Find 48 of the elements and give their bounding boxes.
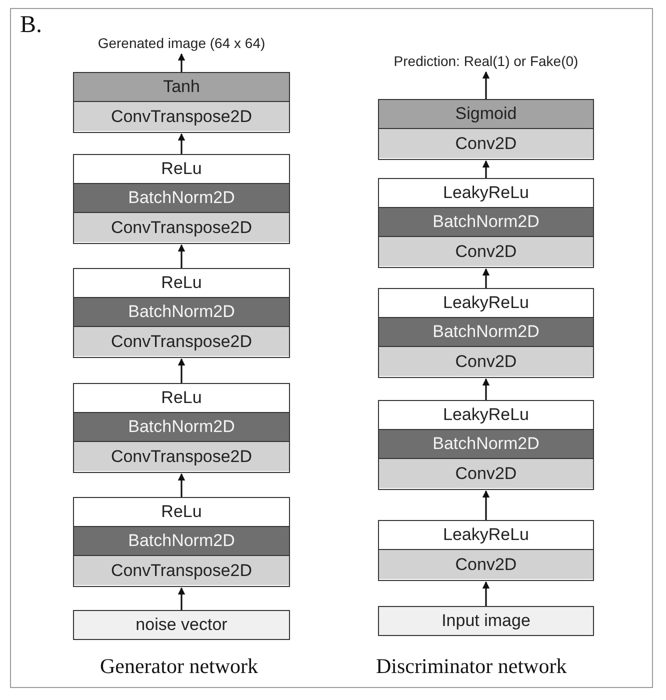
batchnorm-layer: BatchNorm2D [379,208,593,237]
arrow [178,473,186,497]
arrow [482,581,490,606]
arrow [482,160,490,178]
output-label: Gerenated image (64 x 64) [98,35,266,51]
layer-block [378,178,594,268]
convolution-layer: ConvTranspose2D [74,556,289,585]
arrow [178,358,186,383]
batchnorm-layer: BatchNorm2D [74,298,289,327]
panel-letter: B. [20,12,42,39]
layer-block [378,288,594,378]
output-layer: Tanh [74,73,289,102]
convolution-layer: Conv2D [379,459,593,488]
convolution-layer: Conv2D [379,347,593,376]
output-layer: Sigmoid [379,100,593,129]
layer-block [73,383,290,473]
arrow [178,133,186,154]
output-label: Prediction: Real(1) or Fake(0) [394,53,578,69]
batchnorm-layer: BatchNorm2D [379,318,593,347]
convolution-layer: ConvTranspose2D [74,442,289,471]
layer-block [73,268,290,358]
layer-block [73,72,290,133]
arrow [482,490,490,520]
batchnorm-layer: BatchNorm2D [74,527,289,556]
convolution-layer: Conv2D [379,550,593,579]
convolution-layer: ConvTranspose2D [74,213,289,242]
input-box: noise vector [73,610,290,640]
batchnorm-layer: BatchNorm2D [74,413,289,442]
layer-block [73,154,290,244]
input-box: Input image [378,606,594,636]
convolution-layer: ConvTranspose2D [74,102,289,131]
arrow [178,53,186,72]
arrow [482,71,490,99]
layer-block [378,99,594,160]
batchnorm-layer: BatchNorm2D [379,430,593,459]
batchnorm-layer: BatchNorm2D [74,184,289,213]
network-caption: Generator network [100,654,258,679]
layer-block [378,400,594,490]
arrow [482,268,490,288]
arrow [482,378,490,400]
convolution-layer: Conv2D [379,237,593,266]
layer-block [73,497,290,587]
arrow [178,244,186,268]
arrow [178,587,186,610]
network-caption: Discriminator network [376,654,567,679]
convolution-layer: ConvTranspose2D [74,327,289,356]
layer-block [378,520,594,581]
convolution-layer: Conv2D [379,129,593,158]
